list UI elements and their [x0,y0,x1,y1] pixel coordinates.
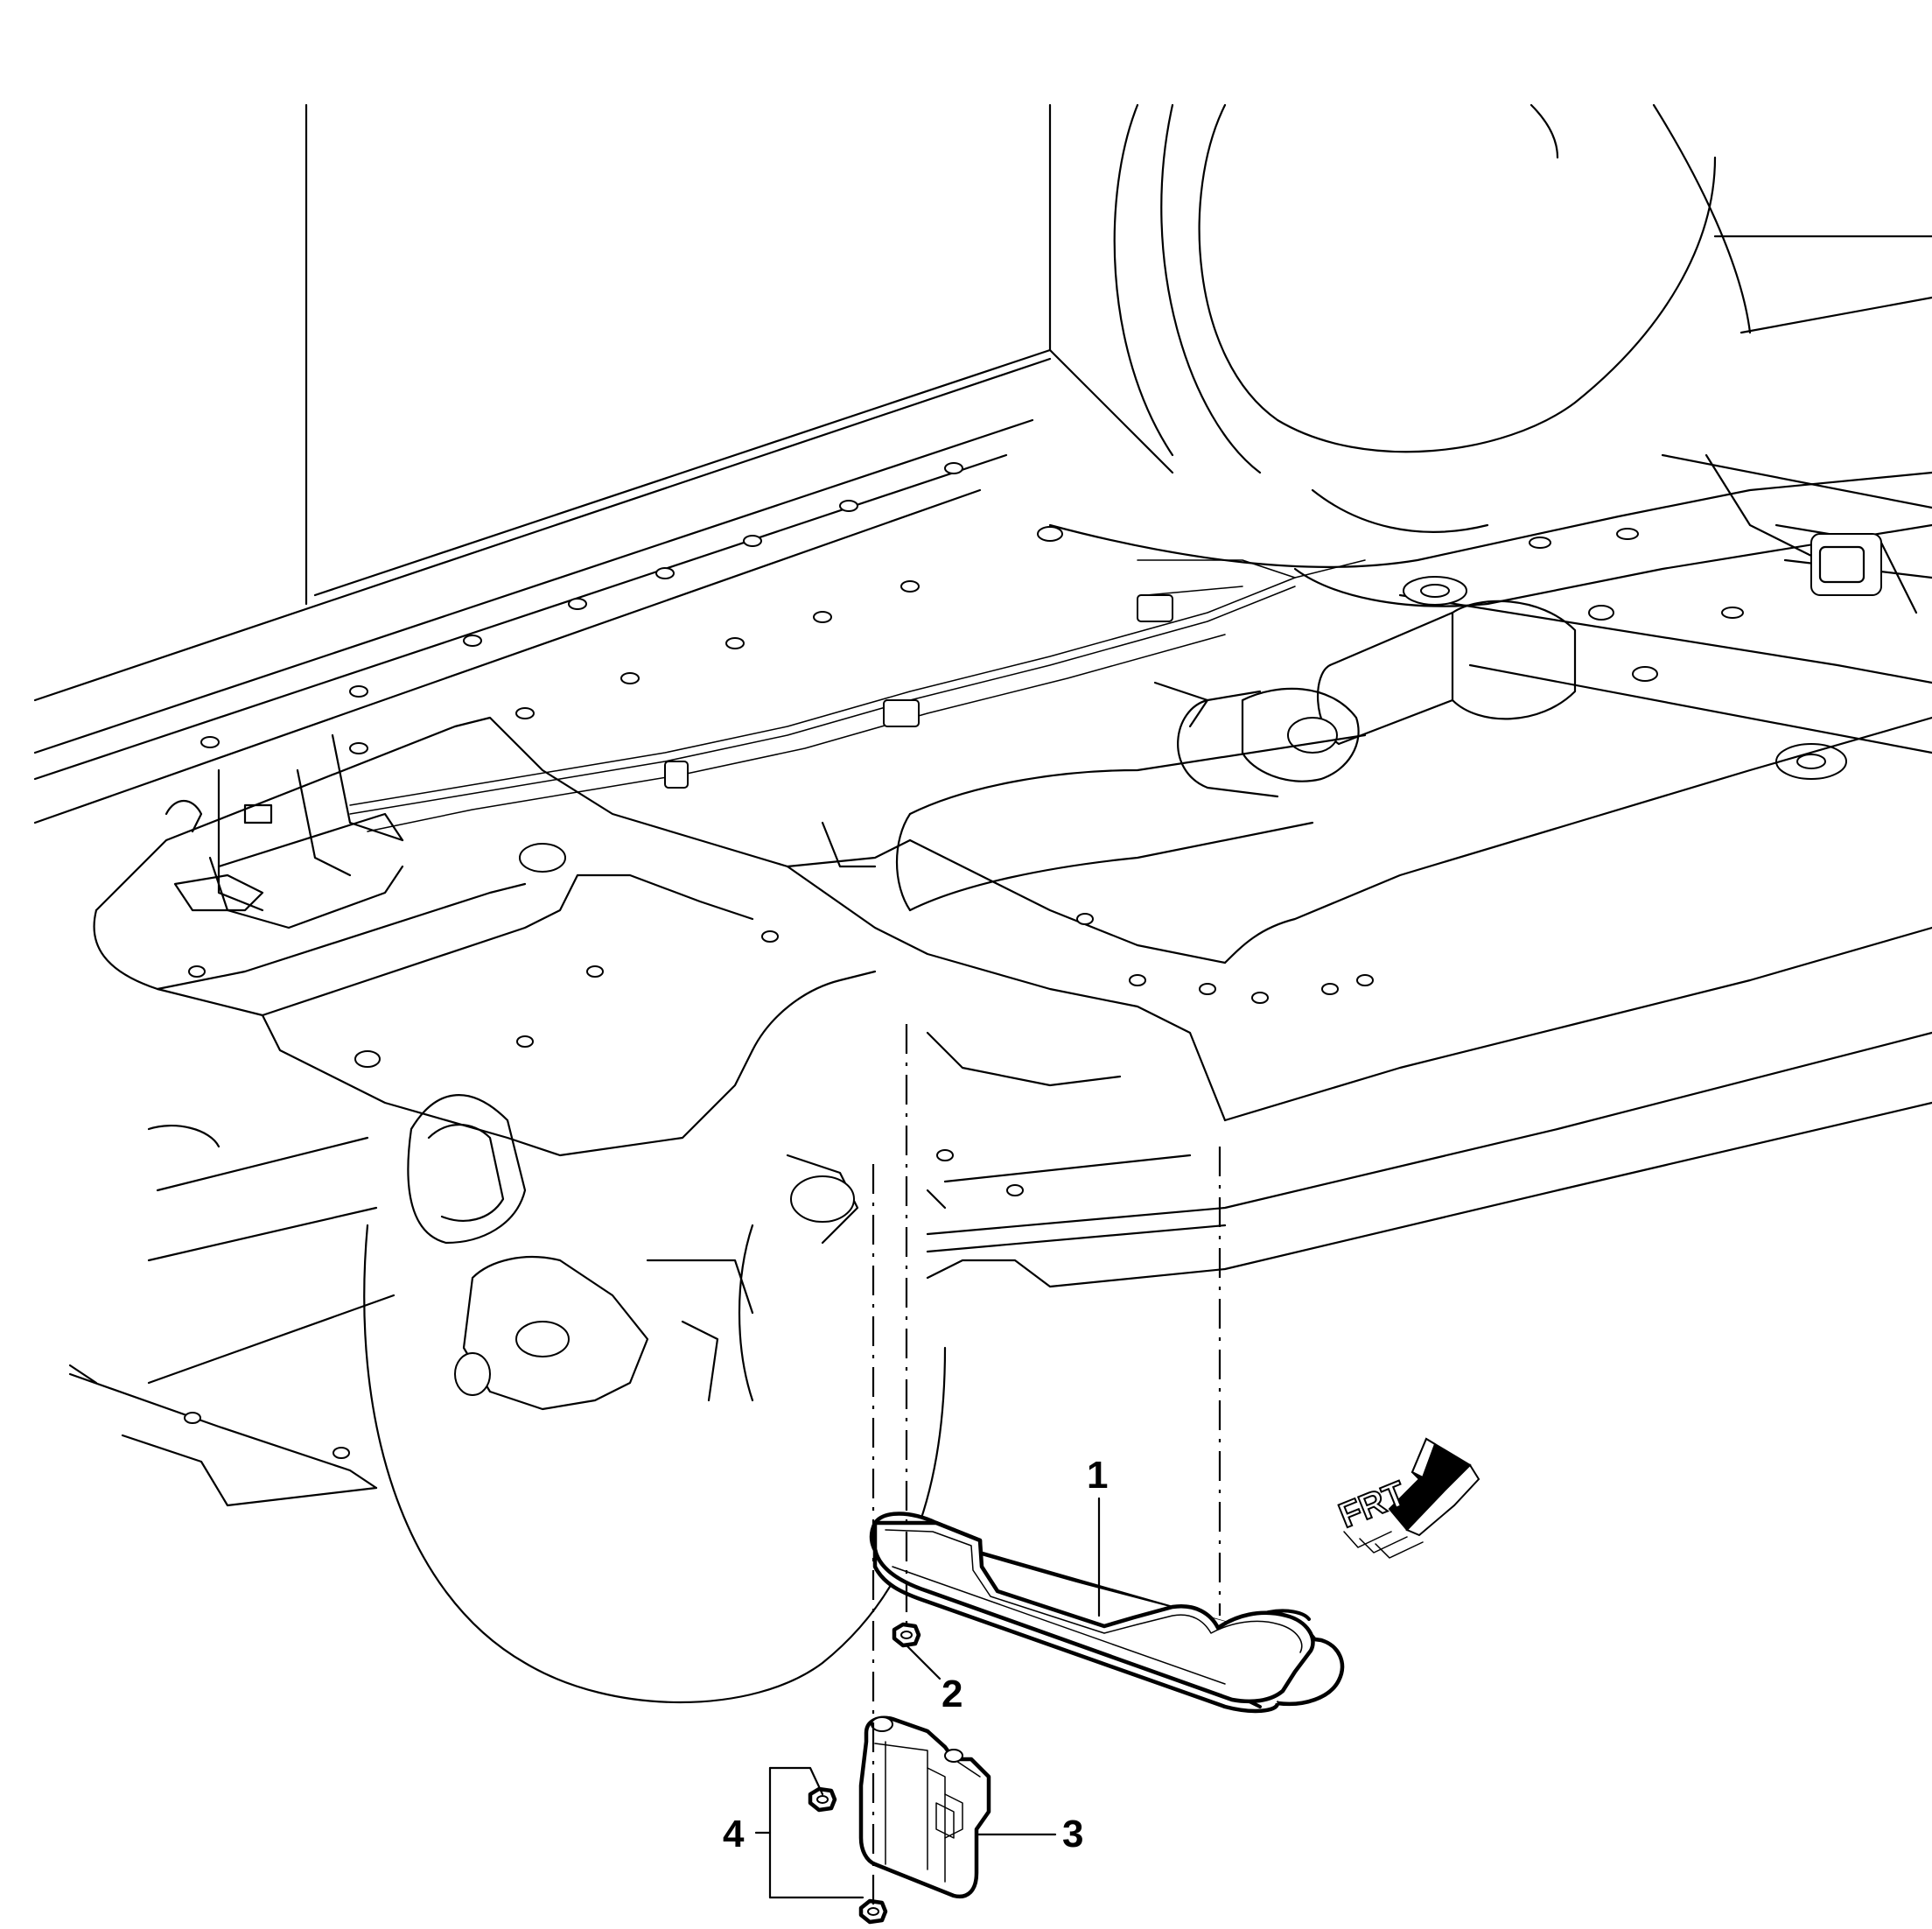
part-4-nut-lower [858,1898,888,1925]
part-3-bracket-shield [858,1715,991,1899]
underbody-heat-shield [93,716,1932,1157]
rear-crossmember [1048,453,1932,780]
callout-leaders [754,1497,1101,1899]
part-1-outline [872,1520,1315,1704]
part-2-nut [892,1622,921,1648]
callout-labels: 1 2 3 4 [723,1454,1108,1855]
front-direction-marker: FRT [1333,1437,1480,1559]
left-frame-components [164,733,404,912]
callout-2-label: 2 [942,1673,962,1715]
installation-centerlines [872,1024,1222,1904]
callout-3-label: 3 [1062,1813,1083,1855]
callout-4-label: 4 [723,1813,745,1855]
exhaust-muffler [895,600,1658,912]
frt-label: FRT [1334,1475,1411,1536]
rear-tire [1113,103,1932,533]
lower-quarter-panel [68,1125,396,1507]
rocker-fastener-holes [200,462,1063,754]
rocker-panel [33,103,1174,824]
rear-knuckle-and-wheel [363,1094,947,1704]
right-sill-extension [926,1031,1932,1288]
callout-1-label: 1 [1087,1454,1108,1497]
brake-fuel-lines [349,559,1366,868]
heat-shield-holes [188,843,1374,1068]
